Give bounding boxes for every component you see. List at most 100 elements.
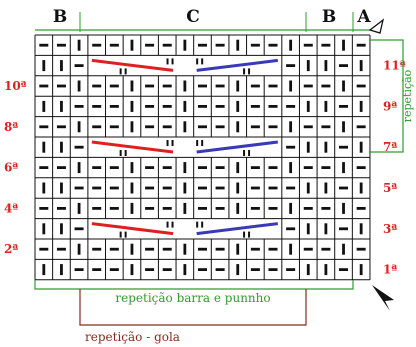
purl-stitch-mark: [236, 202, 240, 214]
purl-stitch-mark: [60, 100, 63, 112]
knit-stitch-mark: [92, 186, 102, 190]
knit-stitch-mark: [215, 186, 225, 190]
purl-stitch-mark: [42, 141, 46, 153]
knit-stitch-mark: [286, 268, 296, 271]
side-repeat-line: [370, 39, 404, 153]
bottom-repeat-line: [34, 280, 354, 290]
knit-stitch-mark: [74, 145, 84, 149]
purl-stitch-mark: [306, 223, 310, 235]
knit-stitch-mark: [215, 268, 225, 271]
row-label-right: 1ª: [383, 263, 397, 277]
knit-stitch-mark: [215, 207, 225, 210]
bottom-repeat-label: repetição barra e punnho: [115, 291, 270, 305]
knit-stitch-mark: [321, 125, 331, 129]
purl-stitch-mark: [42, 100, 46, 112]
purl-stitch-mark: [342, 243, 345, 255]
knit-stitch-mark: [268, 268, 278, 271]
purl-stitch-mark: [324, 100, 328, 112]
knit-stitch-mark: [92, 268, 102, 271]
purl-stitch-mark: [42, 223, 46, 235]
knit-stitch-mark: [303, 247, 313, 251]
knit-stitch-mark: [145, 207, 155, 210]
cable-purl-mark: [196, 140, 199, 146]
purl-stitch-mark: [77, 121, 81, 133]
header-a: A: [356, 7, 371, 27]
knit-stitch-mark: [109, 125, 119, 129]
purl-stitch-mark: [42, 182, 46, 194]
knit-stitch-mark: [145, 268, 155, 271]
knit-stitch-mark: [356, 207, 366, 210]
purl-stitch-mark: [359, 100, 363, 112]
purl-stitch-mark: [359, 141, 363, 153]
row-label-left: 8ª: [4, 120, 18, 134]
cable-purl-mark: [196, 221, 199, 228]
purl-stitch-mark: [236, 80, 240, 92]
knit-stitch-mark: [197, 268, 207, 271]
knit-stitch-mark: [162, 207, 172, 210]
purl-stitch-mark: [183, 100, 187, 112]
knit-stitch-mark: [109, 247, 119, 251]
knit-stitch-mark: [109, 207, 119, 210]
knit-stitch-mark: [162, 105, 172, 108]
knit-stitch-mark: [303, 43, 313, 47]
knit-stitch-mark: [303, 84, 313, 88]
knit-stitch-mark: [56, 84, 66, 88]
purl-stitch-mark: [324, 264, 328, 276]
knit-stitch-mark: [109, 268, 119, 271]
knit-stitch-mark: [250, 268, 260, 271]
purl-stitch-mark: [130, 80, 134, 92]
purl-stitch-mark: [236, 243, 240, 255]
knit-stitch-mark: [356, 247, 366, 251]
header-b-left: B: [53, 7, 67, 27]
purl-stitch-mark: [183, 121, 187, 133]
cable-purl-mark: [171, 58, 174, 65]
purl-stitch-mark: [324, 223, 328, 235]
knit-stitch-mark: [162, 186, 172, 190]
purl-stitch-mark: [236, 264, 240, 276]
purl-stitch-mark: [130, 264, 134, 276]
purl-stitch-mark: [236, 182, 240, 194]
purl-stitch-mark: [60, 223, 63, 235]
cable-purl-mark: [248, 231, 251, 238]
header-c: C: [186, 7, 200, 27]
knit-stitch-mark: [215, 125, 225, 129]
knit-stitch-mark: [74, 105, 84, 108]
collar-repeat-bracket: repetição - gola: [79, 289, 307, 344]
knit-stitch-mark: [286, 64, 296, 67]
knit-stitch-mark: [92, 84, 102, 88]
cable-purl-mark: [166, 140, 169, 146]
purl-stitch-mark: [60, 182, 63, 194]
cable-cross-red: [91, 140, 174, 154]
knit-stitch-mark: [145, 186, 155, 190]
knit-stitch-mark: [250, 125, 260, 129]
knit-stitch-mark: [162, 84, 172, 88]
start-arrow-top: [368, 18, 385, 34]
row-label-right: 5ª: [383, 181, 397, 195]
knit-stitch-mark: [339, 227, 349, 231]
knit-stitch-mark: [74, 186, 84, 190]
knit-stitch-mark: [39, 247, 49, 251]
knit-stitch-mark: [268, 125, 278, 129]
row-label-left: 6ª: [4, 161, 18, 175]
cable-purl-mark: [171, 140, 174, 146]
cable-purl-mark: [119, 68, 122, 75]
cable-purl-mark: [243, 150, 246, 156]
cable-purl-mark: [166, 58, 169, 65]
knit-stitch-mark: [215, 247, 225, 251]
knit-stitch-mark: [197, 247, 207, 251]
cable-cross-blue: [196, 58, 279, 72]
purl-stitch-mark: [236, 162, 240, 174]
knit-stitch-mark: [109, 43, 119, 47]
knit-stitch-mark: [39, 84, 49, 88]
purl-stitch-mark: [183, 80, 187, 92]
knit-stitch-mark: [162, 125, 172, 129]
knit-stitch-mark: [145, 105, 155, 108]
knit-stitch-mark: [197, 43, 207, 47]
purl-stitch-mark: [236, 39, 240, 51]
knit-stitch-mark: [321, 84, 331, 88]
knit-stitch-mark: [215, 43, 225, 47]
purl-stitch-mark: [183, 162, 187, 174]
purl-stitch-mark: [289, 202, 293, 214]
cable-cross-red: [91, 58, 174, 72]
